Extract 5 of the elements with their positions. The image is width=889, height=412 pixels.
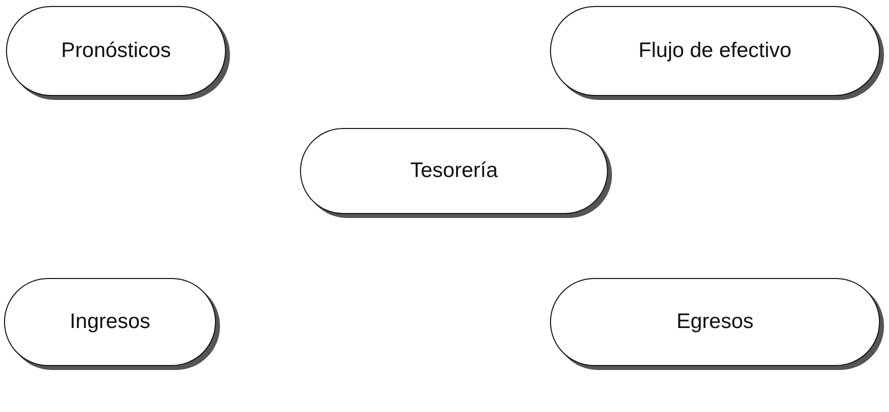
node-label: Pronósticos [61, 39, 171, 63]
node-label: Ingresos [70, 310, 150, 334]
node-label: Egresos [676, 310, 754, 334]
node-label: Flujo de efectivo [638, 39, 792, 63]
node-label: Tesorería [410, 159, 498, 183]
